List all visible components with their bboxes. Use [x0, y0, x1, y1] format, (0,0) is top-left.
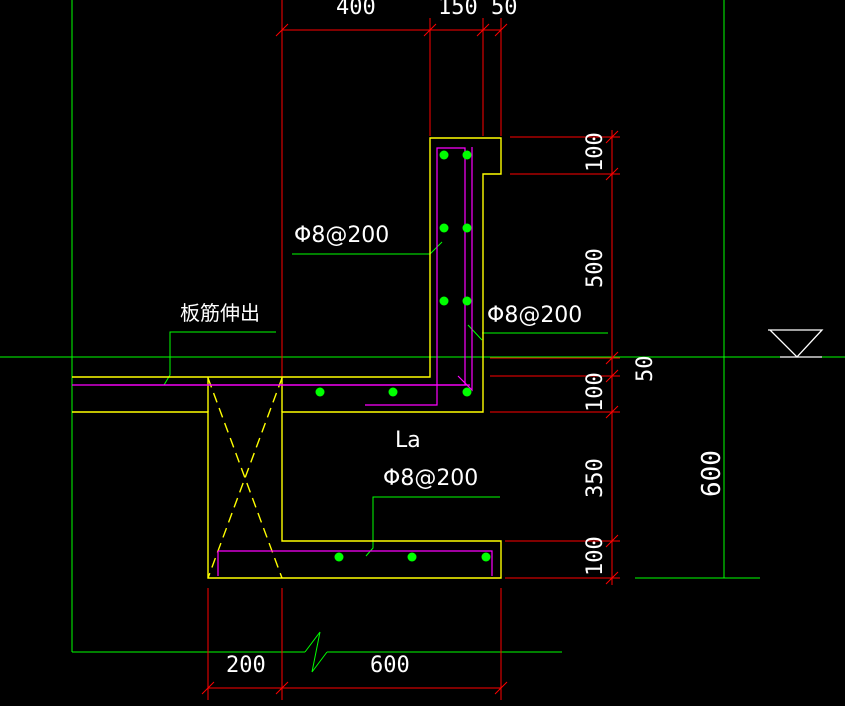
- dim-bottom-200: 200: [226, 653, 266, 678]
- rebar-lines: [72, 147, 493, 576]
- label-rebar-upper: Φ8@200: [294, 223, 389, 248]
- concrete-outline: [72, 137, 502, 579]
- dim-right-500: 500: [583, 248, 608, 288]
- dim-right-100-c: 100: [583, 536, 608, 576]
- dim-right-50: 50: [633, 356, 658, 383]
- dim-top-400: 400: [336, 0, 376, 20]
- dim-right-350: 350: [583, 458, 608, 498]
- elevation-marker-icon: [768, 329, 824, 358]
- label-rebar-lower: Φ8@200: [383, 466, 478, 491]
- dim-bottom-600: 600: [370, 653, 410, 678]
- label-anchorage: La: [395, 428, 421, 453]
- red-dimension-lines: [201, 0, 620, 700]
- dim-top-50: 50: [491, 0, 518, 20]
- label-rebar-right: Φ8@200: [487, 303, 582, 328]
- green-reference-lines: [0, 0, 845, 673]
- dim-right-100-a: 100: [583, 132, 608, 172]
- dim-top-150: 150: [438, 0, 478, 20]
- label-slab-rebar: 板筋伸出: [180, 301, 260, 325]
- dim-right-100-b: 100: [583, 372, 608, 412]
- dim-overall-600: 600: [697, 450, 727, 497]
- rebar-dots: [315, 150, 491, 562]
